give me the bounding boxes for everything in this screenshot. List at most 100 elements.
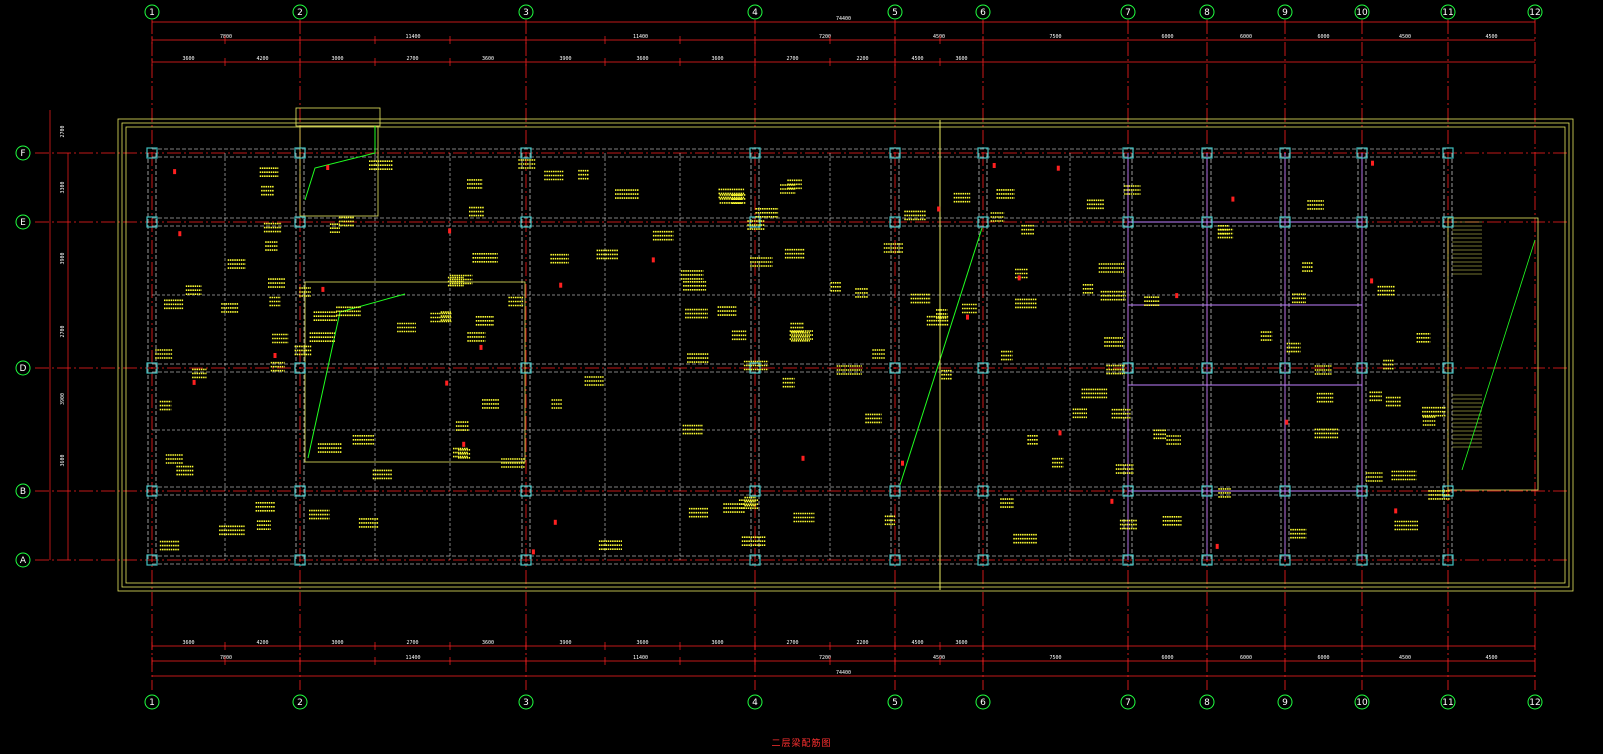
drawing-title: 二层梁配筋图	[771, 739, 832, 749]
column	[889, 362, 901, 374]
section-marker	[192, 379, 196, 385]
column	[294, 362, 306, 374]
side-dim-text: 2700	[60, 325, 66, 337]
outer-beam-outline	[125, 126, 1566, 584]
column	[749, 147, 761, 159]
dim-text-row2: 3600	[711, 640, 723, 646]
section-marker	[901, 460, 904, 466]
dim-text-row1: 6000	[1240, 655, 1252, 661]
axis-label: 12	[1529, 8, 1540, 18]
dim-text-row2: 4200	[256, 640, 268, 646]
section-marker	[1394, 508, 1398, 514]
side-dim-text: 3900	[60, 252, 66, 264]
dim-text-row2: 3600	[182, 56, 194, 62]
dim-text-row2: 2700	[786, 56, 798, 62]
dimension-lines: 7440074400780078001140011400114001140072…	[49, 16, 1535, 677]
section-marker	[1231, 196, 1235, 202]
dim-text-row1: 7500	[1049, 34, 1061, 40]
section-marker	[1285, 419, 1289, 425]
column	[1201, 147, 1213, 159]
dim-text-row1: 4500	[933, 34, 945, 40]
section-marker	[321, 286, 325, 292]
dim-text-row2: 3600	[955, 640, 967, 646]
column	[1279, 362, 1291, 374]
axis-label: A	[20, 556, 27, 566]
column	[749, 216, 761, 228]
axis-label: 11	[1442, 698, 1453, 708]
section-marker	[937, 206, 941, 212]
dim-text-row1: 6000	[1161, 655, 1173, 661]
dim-text-row2: 4500	[911, 56, 923, 62]
dim-text-row2: 3600	[182, 640, 194, 646]
column	[1122, 485, 1134, 497]
axis-label: 8	[1204, 698, 1210, 708]
axis-label: 3	[523, 698, 529, 708]
dim-text-row1: 4500	[1399, 655, 1411, 661]
column	[1442, 216, 1454, 228]
section-marker	[462, 441, 466, 447]
axis-bubble	[747, 694, 763, 710]
section-marker	[1371, 160, 1374, 166]
column	[889, 554, 901, 566]
axis-bubble	[15, 145, 31, 161]
axis-label: 3	[523, 8, 529, 18]
dim-text-row1: 7500	[1049, 655, 1061, 661]
axis-label: 5	[892, 8, 898, 18]
column	[520, 147, 532, 159]
dim-text-row1: 6000	[1317, 34, 1329, 40]
dim-text-row1: 6000	[1161, 34, 1173, 40]
axis-bubble	[1277, 4, 1293, 20]
opening-diagonal	[307, 293, 406, 459]
column	[294, 485, 306, 497]
column	[1279, 147, 1291, 159]
axis-label: 1	[149, 8, 155, 18]
columns	[146, 147, 1454, 566]
dim-text-row2: 4500	[911, 640, 923, 646]
dim-text-row2: 3000	[331, 640, 343, 646]
axis-bubble	[518, 694, 534, 710]
axis-bubble	[975, 694, 991, 710]
column	[977, 485, 989, 497]
axis-grid	[35, 20, 1570, 690]
column	[1201, 362, 1213, 374]
dim-text-row1: 7800	[220, 655, 232, 661]
section-marker	[1215, 543, 1219, 549]
column	[749, 485, 761, 497]
dim-text-row2: 3600	[482, 640, 494, 646]
axis-label: 8	[1204, 8, 1210, 18]
dim-text-row1: 7200	[819, 34, 831, 40]
axis-label: 2	[297, 698, 303, 708]
column	[889, 485, 901, 497]
axis-bubble	[1277, 694, 1293, 710]
section-marker	[479, 344, 483, 350]
section-marker	[801, 455, 805, 461]
beam-annotations	[155, 159, 1451, 555]
dim-text-row2: 2700	[406, 56, 418, 62]
axis-label: E	[20, 218, 26, 228]
column	[1201, 554, 1213, 566]
axis-bubble	[518, 4, 534, 20]
section-marker	[531, 549, 535, 555]
column	[1356, 554, 1368, 566]
column	[146, 362, 158, 374]
axis-bubble	[1199, 694, 1215, 710]
axis-bubble	[747, 4, 763, 20]
column	[520, 216, 532, 228]
axis-label: 6	[980, 698, 986, 708]
column	[977, 362, 989, 374]
section-marker	[1056, 165, 1060, 171]
dim-text-row2: 3600	[636, 56, 648, 62]
column	[1201, 216, 1213, 228]
column	[1201, 485, 1213, 497]
dim-text-row1: 11400	[405, 34, 420, 40]
dim-text-row2: 3000	[331, 56, 343, 62]
side-dim-text: 3300	[60, 181, 66, 193]
axis-bubble	[144, 694, 160, 710]
dim-text-row2: 2700	[786, 640, 798, 646]
axis-bubble	[1120, 4, 1136, 20]
section-marker	[1017, 275, 1021, 281]
axis-bubble	[887, 4, 903, 20]
opening-diagonal	[304, 126, 376, 201]
column	[520, 554, 532, 566]
